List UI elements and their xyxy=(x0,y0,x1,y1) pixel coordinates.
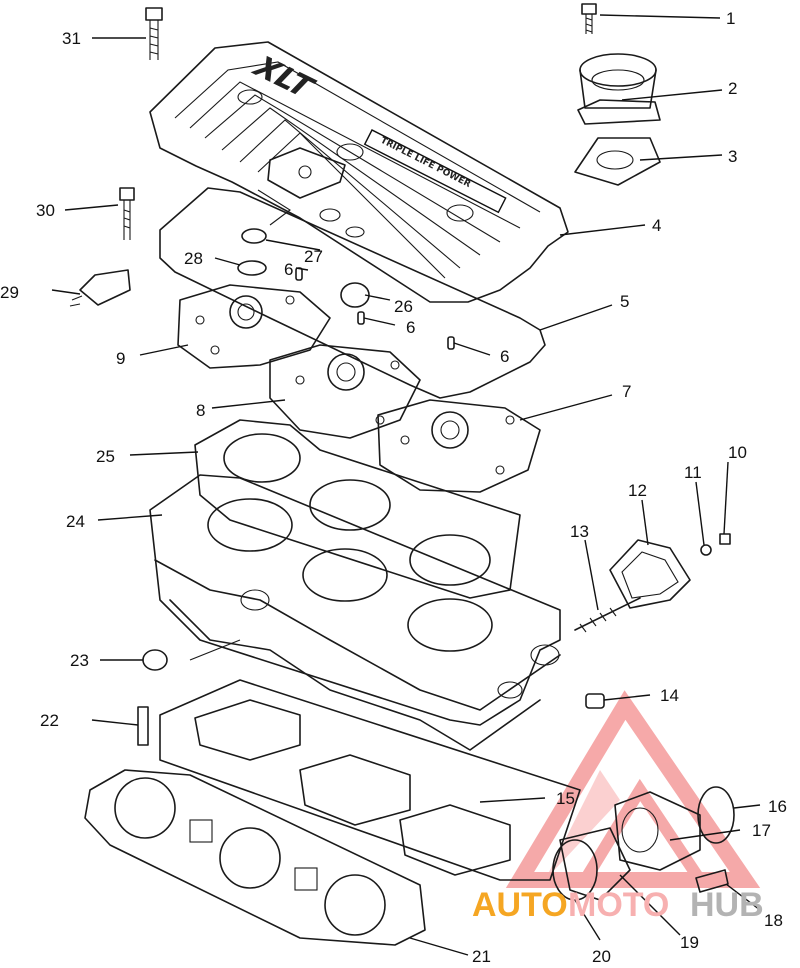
cylinder-heads xyxy=(177,284,541,493)
callout-15: 15 xyxy=(556,789,575,808)
callout-23: 23 xyxy=(70,651,89,670)
callout-3: 3 xyxy=(728,147,737,166)
callout-22: 22 xyxy=(40,711,59,730)
callout-12: 12 xyxy=(628,481,647,500)
callout-1: 1 xyxy=(726,9,735,28)
watermark-text-hub: HUB xyxy=(690,886,764,924)
watermark-text-auto: AUTO xyxy=(472,886,568,924)
callout-26: 26 xyxy=(394,297,413,316)
callout-10: 10 xyxy=(728,443,747,462)
exhaust-gasket xyxy=(84,769,426,946)
callout-25: 25 xyxy=(96,447,115,466)
callout-4: 4 xyxy=(652,216,661,235)
callout-numbers: 1 2 3 4 5 6 6 6 7 8 9 10 11 12 13 14 15 … xyxy=(0,9,787,966)
callout-14: 14 xyxy=(660,686,679,705)
callout-19: 19 xyxy=(680,933,699,952)
callout-17: 17 xyxy=(752,821,771,840)
callout-30: 30 xyxy=(36,201,55,220)
head-gasket xyxy=(194,419,521,599)
callout-7: 7 xyxy=(622,382,631,401)
callout-20: 20 xyxy=(592,947,611,966)
callout-13: 13 xyxy=(570,522,589,541)
callout-2: 2 xyxy=(728,79,737,98)
cylinder-head-cover xyxy=(149,41,569,303)
callout-18: 18 xyxy=(764,911,783,930)
callout-28: 28 xyxy=(184,249,203,268)
cylinder-block xyxy=(149,474,561,751)
small-parts xyxy=(69,3,735,901)
callout-29: 29 xyxy=(0,283,19,302)
watermark-text-moto: MOTO xyxy=(568,886,669,924)
watermark-logo xyxy=(505,690,761,888)
callout-8: 8 xyxy=(196,401,205,420)
callout-6c: 6 xyxy=(500,347,509,366)
base-gasket xyxy=(159,679,581,881)
callout-6b: 6 xyxy=(406,318,415,337)
callout-27: 27 xyxy=(304,247,323,266)
callout-5: 5 xyxy=(620,292,629,311)
cover-plate-text: TRIPLE LIFE POWER xyxy=(379,136,473,190)
cover-gasket xyxy=(159,187,546,399)
callout-21: 21 xyxy=(472,947,491,966)
callout-31: 31 xyxy=(62,29,81,48)
callout-16: 16 xyxy=(768,797,787,816)
callout-11: 11 xyxy=(684,463,702,482)
leader-lines xyxy=(51,14,761,956)
callout-24: 24 xyxy=(66,512,85,531)
cover-name-plate: TRIPLE LIFE POWER xyxy=(363,129,507,214)
callout-9: 9 xyxy=(116,349,125,368)
watermark-text: AUTO MOTO HUB xyxy=(472,886,764,924)
callout-6a: 6 xyxy=(284,260,293,279)
